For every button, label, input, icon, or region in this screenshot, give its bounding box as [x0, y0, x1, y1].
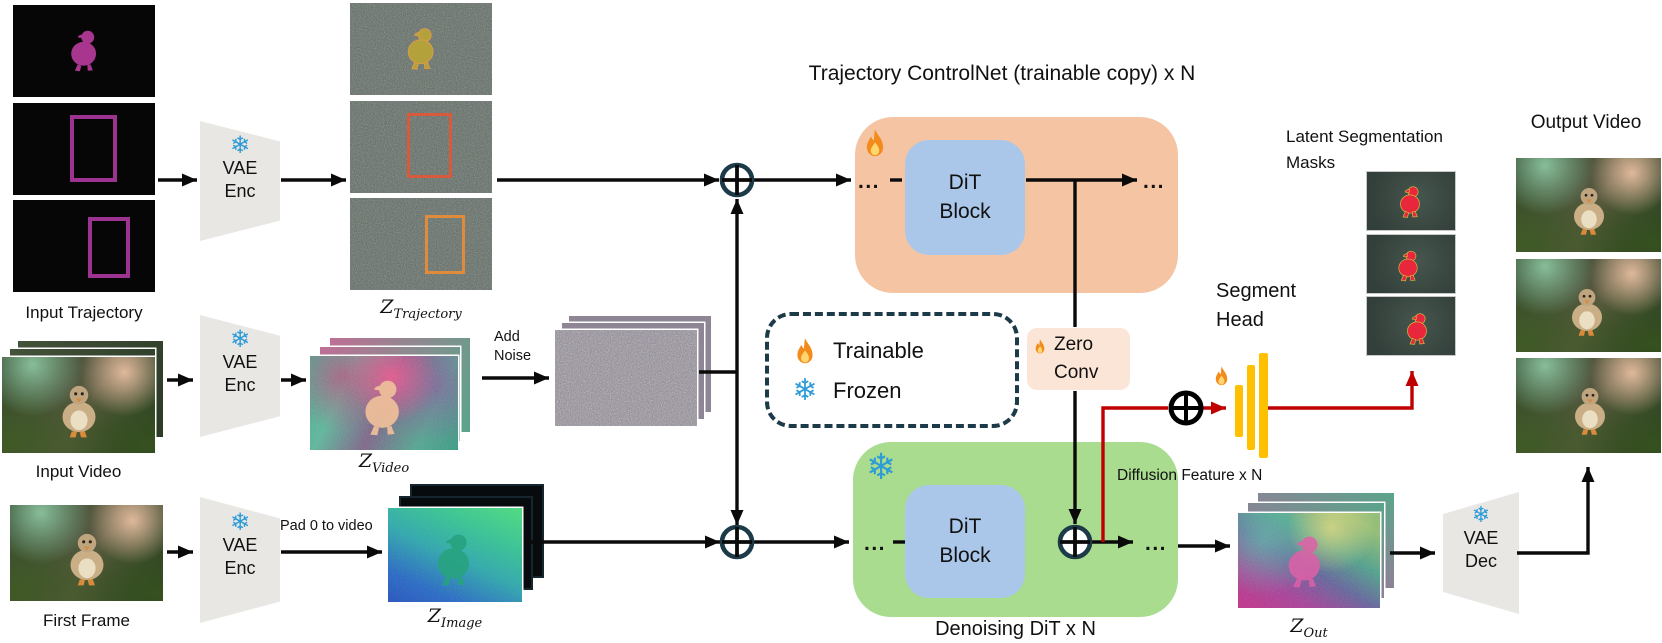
zero-conv-label: Zero Conv	[1054, 334, 1099, 383]
duck-silhouette-icon	[365, 380, 399, 435]
ellipsis: ...	[1143, 170, 1166, 193]
vae-enc-label: VAE Enc	[222, 535, 258, 578]
snowflake-icon: ❄	[229, 131, 251, 159]
input-video-front-frame	[2, 357, 155, 453]
dit-block-label: DiT Block	[939, 171, 991, 223]
legend-frozen-row: ❄ Frozen	[791, 372, 1015, 408]
latent-masks-label: Latent Segmentation Masks	[1286, 127, 1443, 172]
vae-enc-label: VAE Enc	[222, 158, 258, 201]
vae-dec-label: VAE Dec	[1463, 528, 1499, 571]
z-video-label: ZVideo	[358, 450, 410, 476]
frozen-label: Frozen	[833, 377, 902, 403]
duck-mask-icon	[1400, 186, 1420, 218]
noise-texture	[350, 198, 492, 290]
trajectory-box-outline	[88, 217, 130, 278]
circle-plus-icon	[719, 162, 755, 198]
snowflake-icon: ❄	[866, 447, 897, 488]
flame-icon	[797, 337, 813, 363]
first-frame-image	[10, 505, 163, 601]
duck-mask-icon	[1398, 251, 1418, 282]
controlnet-title: Trajectory ControlNet (trainable copy) x…	[808, 62, 1196, 85]
trajectory-box-outline	[407, 113, 452, 178]
z-image-front-frame	[388, 508, 522, 602]
circle-plus-icon	[719, 524, 755, 560]
noise-texture	[555, 330, 697, 426]
output-video-label: Output Video	[1530, 112, 1642, 133]
snowflake-icon: ❄	[229, 325, 251, 353]
ellipsis: ...	[864, 532, 887, 555]
input-trajectory-frame-3	[13, 200, 155, 292]
z-out-label: ZOut	[1290, 615, 1328, 641]
dit-block-denoising: DiT Block	[905, 485, 1025, 598]
noise-front-frame	[555, 330, 697, 426]
z-video-front-frame	[310, 356, 458, 450]
trajectory-box-outline	[425, 215, 465, 274]
legend-box: Trainable ❄ Frozen	[765, 312, 1019, 428]
z-trajectory-frame-3	[350, 198, 492, 290]
legend-trainable-row: Trainable	[791, 335, 1015, 367]
dit-block-controlnet: DiT Block	[905, 140, 1025, 255]
ellipsis: ...	[858, 170, 881, 193]
output-video-frame-1	[1516, 158, 1661, 252]
input-trajectory-label: Input Trajectory	[25, 303, 143, 322]
duck-silhouette-icon	[437, 534, 469, 586]
duck-silhouette-icon	[1288, 536, 1321, 588]
segmentation-mask-2	[1367, 235, 1455, 293]
trajectory-box-outline	[70, 115, 117, 182]
vae-decoder: ❄ VAE Dec	[1443, 492, 1519, 614]
vae-encoder-video: ❄ VAE Enc	[200, 315, 280, 437]
pad-zero-label: Pad 0 to video	[280, 518, 373, 534]
duck-silhouette-icon	[71, 30, 97, 72]
add-noise-label: Add Noise	[494, 329, 532, 364]
segment-head-layer-bar	[1247, 365, 1255, 450]
input-trajectory-frame-1	[13, 5, 155, 97]
input-trajectory-frame-2	[13, 103, 155, 195]
duck-mask-icon	[1407, 313, 1427, 346]
flame-icon	[866, 129, 884, 157]
duckling-photo-icon	[1574, 388, 1605, 436]
output-video-frame-3	[1516, 358, 1661, 453]
z-image-label: ZImage	[427, 605, 483, 631]
duckling-photo-icon	[62, 385, 95, 438]
first-frame-label: First Frame	[43, 611, 130, 630]
vae-encoder-first-frame: ❄ VAE Enc	[200, 497, 280, 623]
segment-head-layer-bar	[1259, 353, 1268, 458]
snowflake-icon: ❄	[792, 372, 818, 408]
segmentation-mask-3	[1367, 297, 1455, 355]
circle-plus-icon	[1168, 390, 1204, 426]
segmentation-mask-1	[1367, 172, 1455, 230]
duckling-photo-icon	[70, 533, 103, 586]
flame-icon	[1035, 339, 1045, 354]
segment-head-layer-bar	[1235, 385, 1243, 437]
z-trajectory-frame-2	[350, 101, 492, 193]
trainable-label: Trainable	[833, 337, 924, 363]
segment-head-label: Segment Head	[1216, 280, 1297, 331]
zero-conv-box	[1027, 328, 1130, 390]
ellipsis: ...	[1145, 532, 1168, 555]
output-video-frame-2	[1516, 259, 1661, 352]
z-trajectory-label: ZTrajectory	[380, 296, 462, 322]
vae-encoder-trajectory: ❄ VAE Enc	[200, 121, 280, 241]
input-video-label: Input Video	[35, 462, 122, 481]
snowflake-icon: ❄	[1471, 503, 1491, 528]
z-trajectory-frame-1	[350, 3, 492, 95]
diffusion-feature-label: Diffusion Feature x N	[1117, 467, 1263, 484]
duckling-photo-icon	[1572, 289, 1603, 336]
duck-silhouette-icon	[407, 28, 434, 70]
denoising-label: Denoising DiT x N	[935, 618, 1096, 640]
vae-enc-label: VAE Enc	[222, 352, 258, 395]
snowflake-icon: ❄	[229, 508, 251, 536]
dit-block-label: DiT Block	[939, 515, 991, 567]
z-out-front-frame	[1238, 513, 1380, 608]
duckling-photo-icon	[1573, 187, 1604, 235]
flame-icon	[1215, 366, 1228, 386]
